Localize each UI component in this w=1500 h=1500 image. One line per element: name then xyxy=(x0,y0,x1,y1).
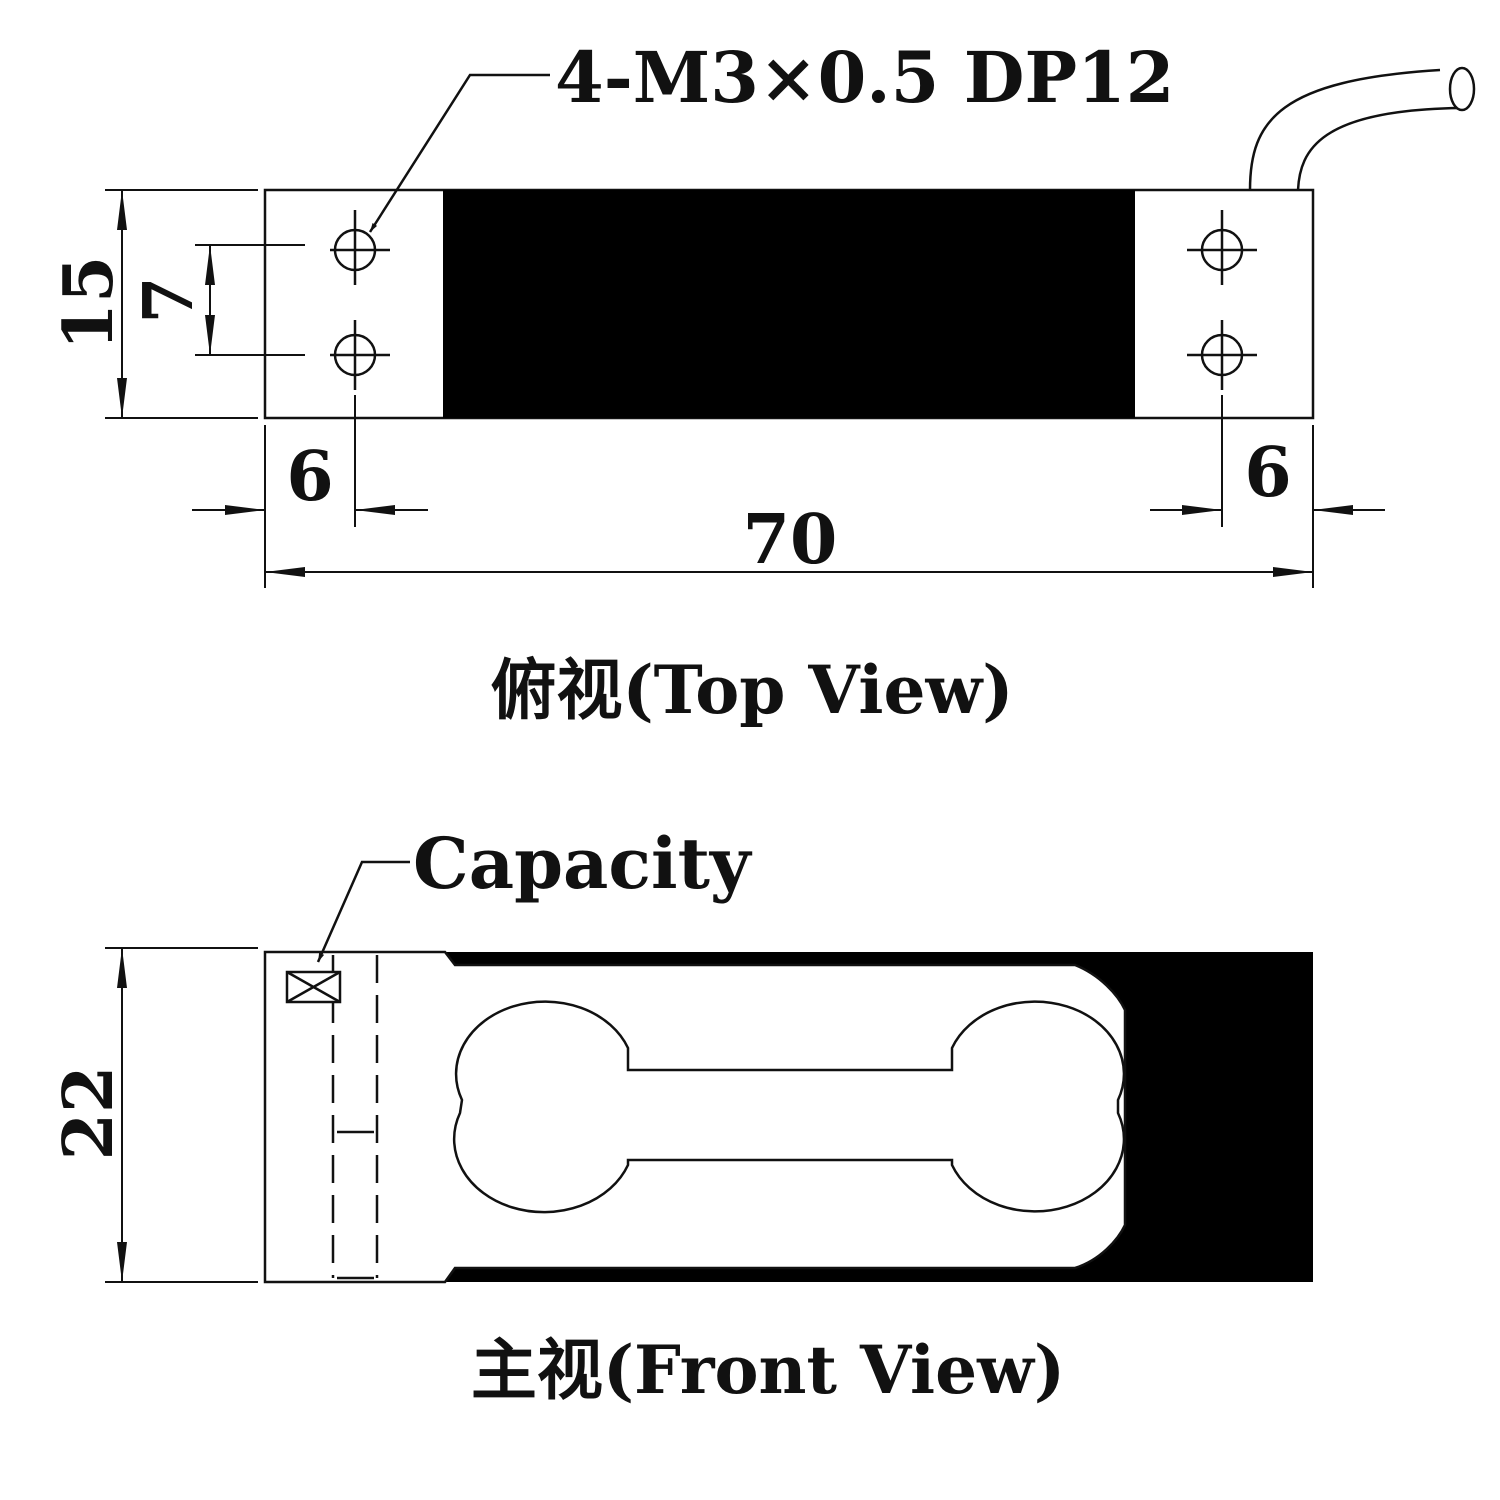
mounting-holes xyxy=(330,210,1257,390)
front-view-connector-block xyxy=(1128,952,1313,1282)
front-view-hidden-lines xyxy=(331,955,379,1280)
front-view-caption: 主视(Front View) xyxy=(471,1331,1065,1409)
hole-top-right xyxy=(1187,210,1257,285)
capacity-marker xyxy=(285,970,342,1004)
dim-height-22-label: 22 xyxy=(49,1066,129,1161)
dim-height-15 xyxy=(105,189,258,419)
top-view: 4-M3×0.5 DP12 15 7 6 xyxy=(49,36,1476,729)
dim-right-offset-6-label: 6 xyxy=(1244,433,1291,513)
dim-hole-spacing-7 xyxy=(195,244,305,356)
dim-height-15-label: 15 xyxy=(49,256,129,351)
capacity-leader xyxy=(316,860,410,963)
front-view-bone-cutout xyxy=(452,1000,1126,1214)
front-view: Capacity 22 主视(Front View) xyxy=(49,822,1313,1409)
dim-hole-spacing-7-label: 7 xyxy=(129,276,209,323)
hole-callout: 4-M3×0.5 DP12 xyxy=(555,36,1175,119)
cable-end xyxy=(1448,66,1476,112)
dim-left-offset-6-label: 6 xyxy=(286,437,333,517)
top-view-caption: 俯视(Top View) xyxy=(490,651,1013,729)
top-view-gauge-cover xyxy=(443,190,1135,418)
dim-length-70-label: 70 xyxy=(743,500,838,580)
cable xyxy=(1248,68,1441,191)
hole-bottom-left xyxy=(330,320,390,390)
cable-lower xyxy=(1296,106,1461,191)
hole-callout-leader xyxy=(368,73,550,233)
hole-top-left xyxy=(330,210,390,285)
dim-height-22 xyxy=(105,947,258,1283)
capacity-label: Capacity xyxy=(413,822,753,905)
front-view-gauge-bottom xyxy=(445,1232,1130,1282)
hole-bottom-right xyxy=(1187,320,1257,390)
